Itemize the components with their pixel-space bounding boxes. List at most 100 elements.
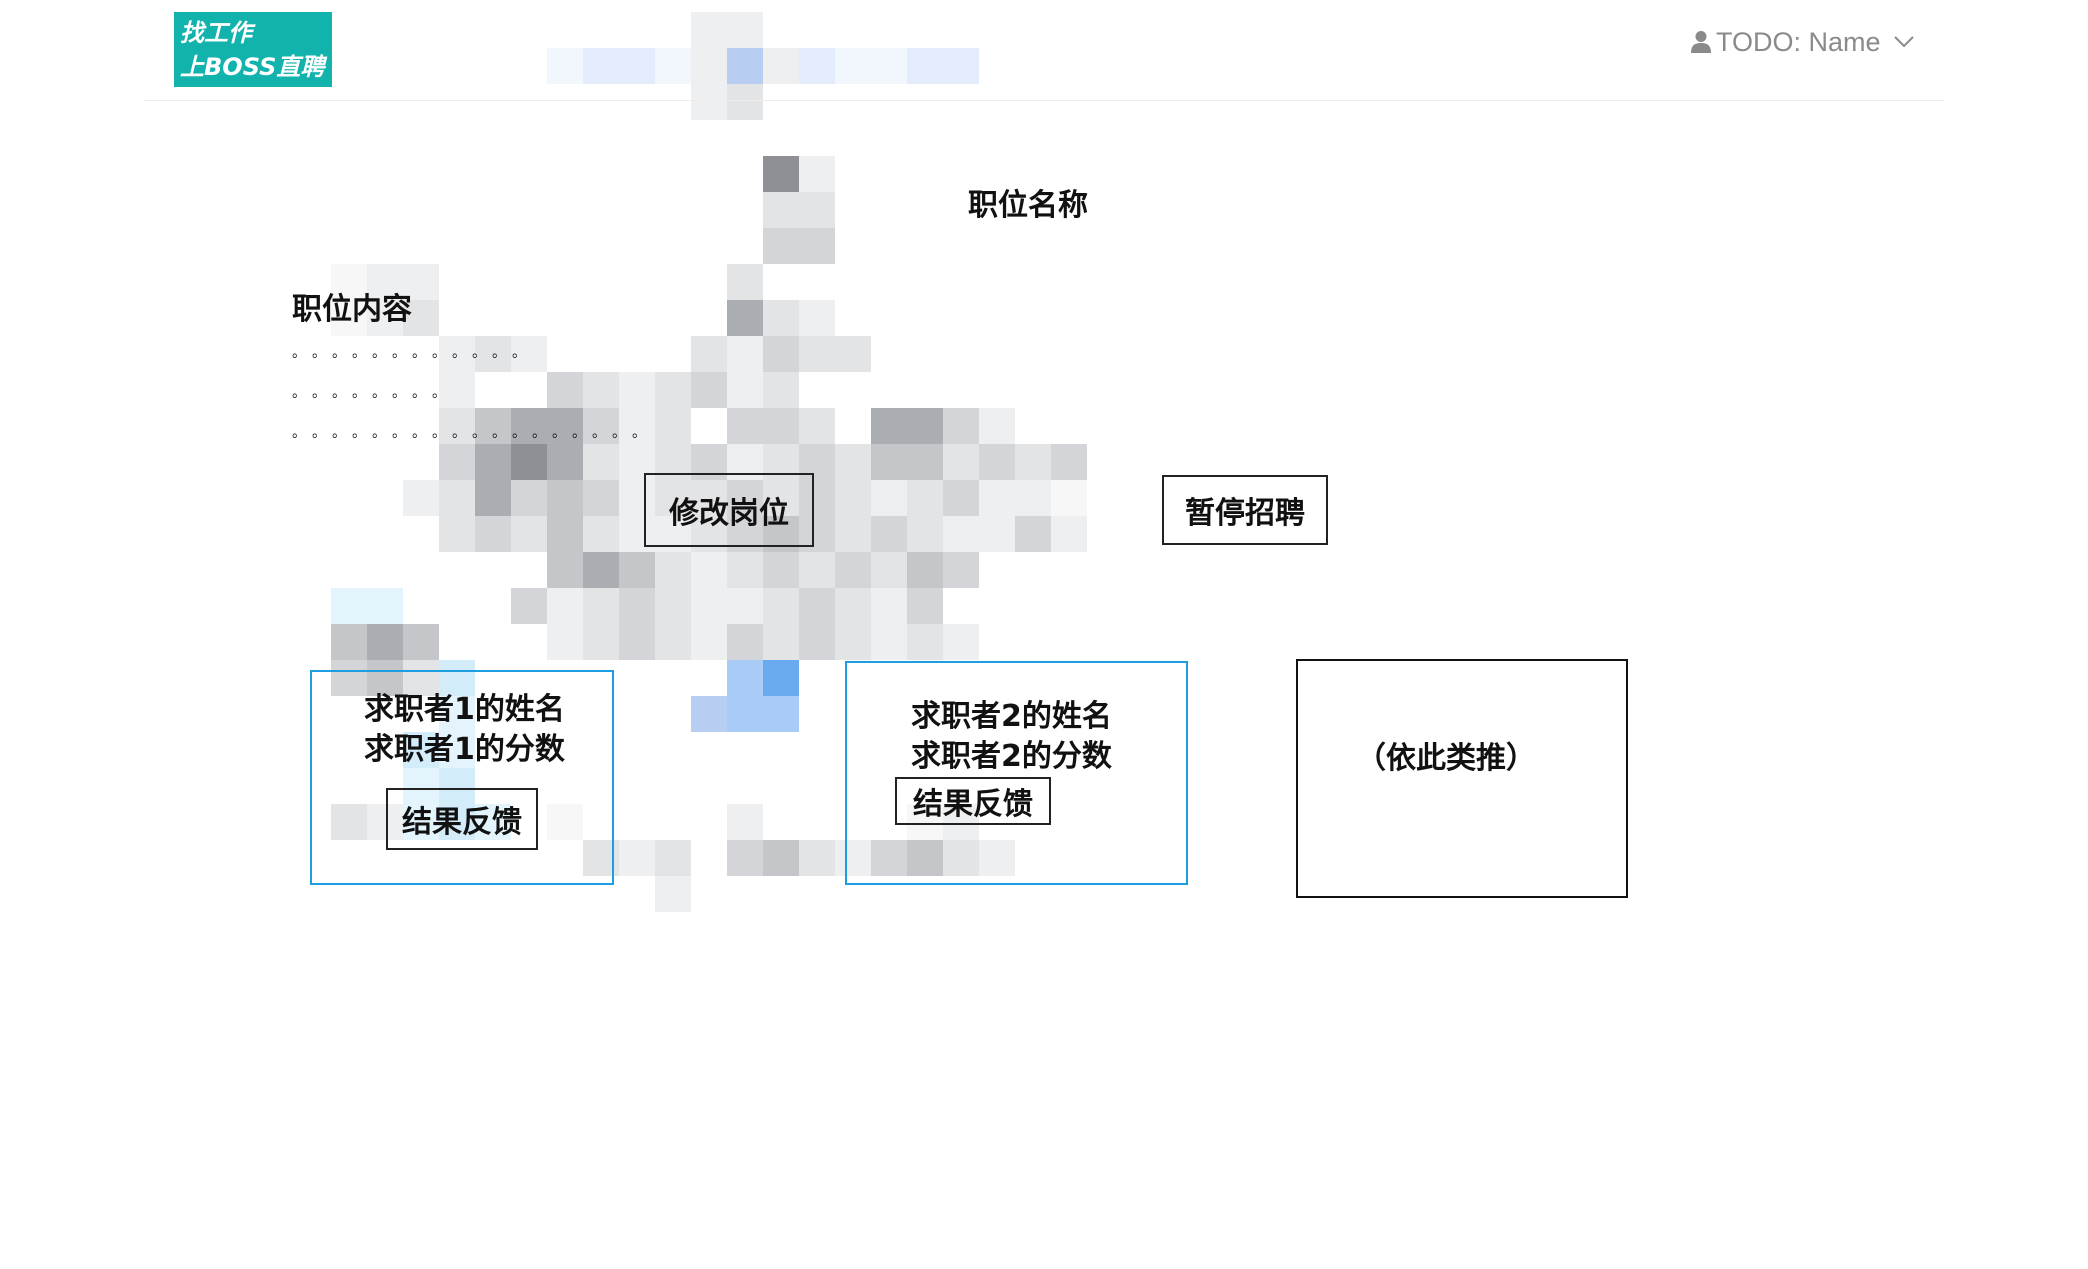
mosaic-tile bbox=[835, 588, 871, 624]
mosaic-tile bbox=[655, 624, 691, 660]
mosaic-tile bbox=[763, 228, 799, 264]
mosaic-tile bbox=[727, 300, 763, 336]
mosaic-tile bbox=[907, 588, 943, 624]
logo[interactable]: 找工作 上BOSS直聘 bbox=[174, 12, 332, 87]
more-applicants-card: （依此类推） bbox=[1296, 659, 1628, 898]
job-content-line: 。。。。。。。。 bbox=[292, 385, 459, 401]
job-content-line: 。。。。。。。。。。。。。。。。。。 bbox=[292, 425, 659, 441]
chevron-down-icon[interactable] bbox=[1893, 35, 1915, 49]
job-content-heading: 职位内容 bbox=[292, 292, 412, 327]
mosaic-tile bbox=[547, 444, 583, 480]
mosaic-tile bbox=[583, 372, 619, 408]
mosaic-tile bbox=[547, 480, 583, 516]
mosaic-tile bbox=[619, 372, 655, 408]
mosaic-tile bbox=[331, 624, 367, 660]
mosaic-tile bbox=[691, 696, 727, 732]
mosaic-tile bbox=[727, 336, 763, 372]
mosaic-tile bbox=[583, 588, 619, 624]
mosaic-tile bbox=[763, 372, 799, 408]
job-content-line: 。。。。。。。。。。。。 bbox=[292, 345, 539, 361]
mosaic-tile bbox=[907, 516, 943, 552]
pause-recruiting-button[interactable]: 暂停招聘 bbox=[1162, 475, 1328, 545]
mosaic-tile bbox=[331, 588, 367, 624]
mosaic-tile bbox=[727, 588, 763, 624]
mosaic-tile bbox=[619, 840, 655, 876]
mosaic-tile bbox=[943, 624, 979, 660]
mosaic-tile bbox=[835, 48, 871, 84]
mosaic-tile bbox=[943, 552, 979, 588]
mosaic-tile bbox=[907, 624, 943, 660]
more-applicants-text: （依此类推） bbox=[1356, 741, 1536, 776]
mosaic-tile bbox=[475, 444, 511, 480]
mosaic-tile bbox=[511, 480, 547, 516]
mosaic-tile bbox=[763, 660, 799, 696]
mosaic-tile bbox=[763, 588, 799, 624]
mosaic-tile bbox=[655, 840, 691, 876]
mosaic-tile bbox=[619, 624, 655, 660]
mosaic-tile bbox=[799, 840, 835, 876]
mosaic-tile bbox=[763, 408, 799, 444]
mosaic-tile bbox=[367, 588, 403, 624]
mosaic-tile bbox=[871, 588, 907, 624]
mosaic-tile bbox=[763, 300, 799, 336]
applicant-score: 求职者2的分数 bbox=[911, 739, 1112, 774]
mosaic-tile bbox=[367, 624, 403, 660]
mosaic-tile bbox=[655, 876, 691, 912]
mosaic-tile bbox=[583, 624, 619, 660]
mosaic-tile bbox=[655, 372, 691, 408]
mosaic-tile bbox=[655, 552, 691, 588]
applicant-card[interactable]: 求职者1的姓名 求职者1的分数 结果反馈 bbox=[310, 670, 614, 885]
mosaic-tile bbox=[979, 408, 1015, 444]
user-menu[interactable]: TODO: Name bbox=[1690, 24, 1915, 60]
mosaic-tile bbox=[655, 588, 691, 624]
mosaic-tile bbox=[511, 444, 547, 480]
mosaic-tile bbox=[547, 516, 583, 552]
feedback-button[interactable]: 结果反馈 bbox=[895, 777, 1051, 825]
mosaic-tile bbox=[727, 552, 763, 588]
mosaic-tile bbox=[547, 372, 583, 408]
mosaic-tile bbox=[871, 408, 907, 444]
logo-line-1: 找工作 bbox=[180, 19, 252, 47]
mosaic-tile bbox=[979, 480, 1015, 516]
mosaic-tile bbox=[835, 444, 871, 480]
mosaic-tile bbox=[1015, 444, 1051, 480]
edit-job-button[interactable]: 修改岗位 bbox=[644, 473, 814, 547]
mosaic-tile bbox=[943, 480, 979, 516]
mosaic-tile bbox=[799, 588, 835, 624]
mosaic-tile bbox=[871, 624, 907, 660]
mosaic-tile bbox=[799, 228, 835, 264]
mosaic-tile bbox=[907, 408, 943, 444]
mosaic-tile bbox=[835, 624, 871, 660]
feedback-button[interactable]: 结果反馈 bbox=[386, 788, 538, 850]
mosaic-tile bbox=[619, 48, 655, 84]
mosaic-tile bbox=[907, 480, 943, 516]
mosaic-tile bbox=[727, 624, 763, 660]
mosaic-tile bbox=[583, 552, 619, 588]
applicant-name: 求职者1的姓名 bbox=[364, 692, 565, 727]
mosaic-tile bbox=[511, 516, 547, 552]
applicant-card[interactable]: 求职者2的姓名 求职者2的分数 结果反馈 bbox=[845, 661, 1188, 885]
logo-line-2: 上BOSS直聘 bbox=[180, 53, 325, 81]
user-icon bbox=[1690, 30, 1712, 54]
mosaic-tile bbox=[727, 84, 763, 120]
mosaic-tile bbox=[439, 444, 475, 480]
mosaic-tile bbox=[835, 480, 871, 516]
mosaic-tile bbox=[871, 516, 907, 552]
mosaic-tile bbox=[871, 444, 907, 480]
mosaic-tile bbox=[979, 516, 1015, 552]
mosaic-tile bbox=[1051, 516, 1087, 552]
mosaic-tile bbox=[763, 624, 799, 660]
mosaic-tile bbox=[475, 516, 511, 552]
mosaic-tile bbox=[763, 552, 799, 588]
header-divider bbox=[144, 100, 1944, 101]
mosaic-tile bbox=[727, 372, 763, 408]
mosaic-tile bbox=[547, 624, 583, 660]
mosaic-tile bbox=[1015, 516, 1051, 552]
mosaic-tile bbox=[763, 192, 799, 228]
mosaic-tile bbox=[799, 336, 835, 372]
mosaic-tile bbox=[799, 408, 835, 444]
mosaic-tile bbox=[907, 48, 943, 84]
mosaic-tile bbox=[871, 480, 907, 516]
mosaic-tile bbox=[691, 12, 727, 48]
